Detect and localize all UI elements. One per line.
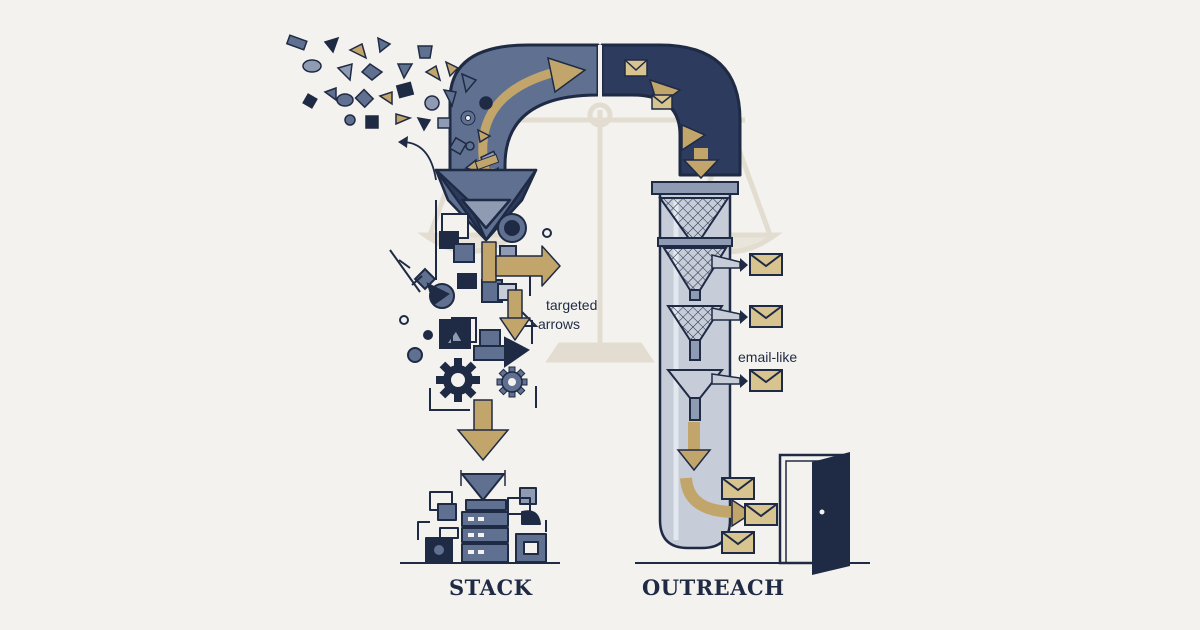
swoop-arrow xyxy=(401,141,437,181)
outreach-label: OUTREACH xyxy=(642,575,785,600)
spout-arrows xyxy=(740,258,748,388)
filter-funnel-icon xyxy=(657,197,733,421)
envelope-icon xyxy=(721,253,783,554)
swoop-arrowhead xyxy=(398,136,408,148)
feed-bar xyxy=(474,153,500,171)
tube-flow-arrows xyxy=(676,422,754,528)
open-door-icon xyxy=(778,452,850,575)
outlet-spouts xyxy=(711,254,741,385)
targeted-arrows-label-line2: arrows xyxy=(538,316,581,332)
targeted-arrows xyxy=(481,241,561,341)
stack-label: STACK xyxy=(449,575,533,600)
scattered-shapes xyxy=(285,34,501,185)
arch-pipe xyxy=(448,43,742,180)
machine-column xyxy=(389,200,552,411)
email-like-label: email-like xyxy=(738,349,798,365)
targeted-arrows-label-line1: targeted xyxy=(546,297,598,313)
down-arrow xyxy=(456,399,510,486)
gear-icon xyxy=(436,358,528,402)
server-stack-icon xyxy=(417,473,547,563)
gear-icon-small xyxy=(460,110,476,126)
